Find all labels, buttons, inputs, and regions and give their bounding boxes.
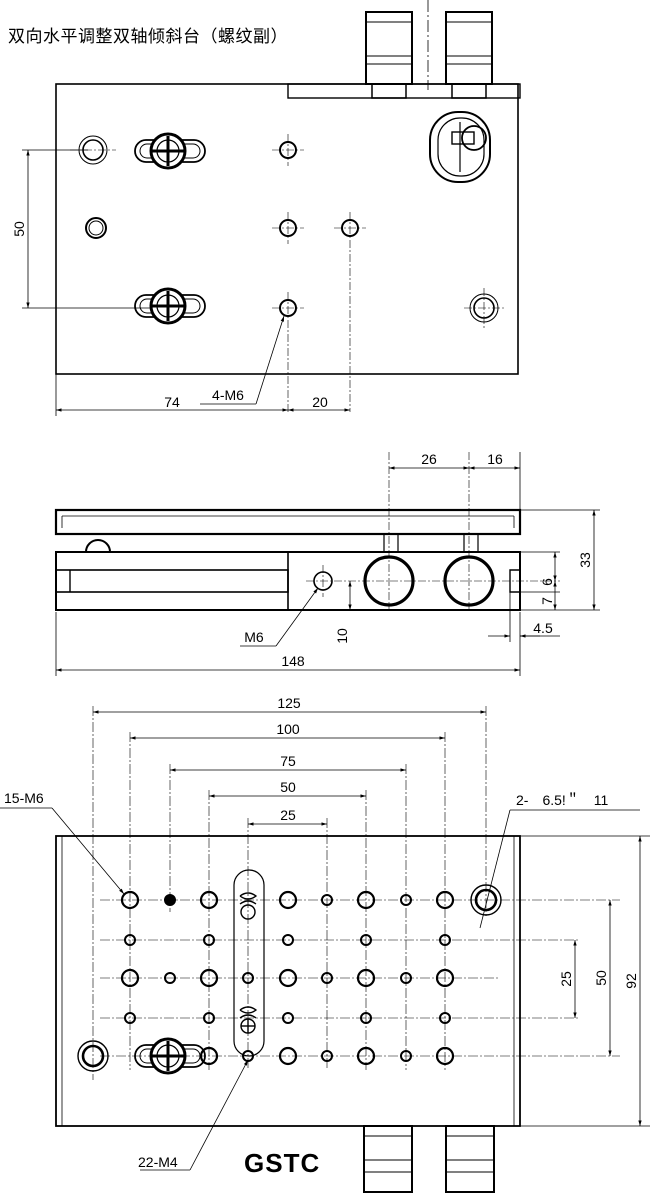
slot-screw-bottom <box>134 1037 206 1075</box>
slot-screw-lower <box>134 287 206 325</box>
dim-50-vertical: 50 <box>11 221 27 237</box>
slot-screw-upper <box>134 132 206 170</box>
brand-logo: GSTC <box>244 1148 321 1178</box>
dim-26: 26 <box>421 451 437 467</box>
dim-75: 75 <box>280 753 296 769</box>
dim-25-vertical: 25 <box>558 971 574 987</box>
label-22-m4: 22-M4 <box>138 1154 178 1170</box>
label-4-m6: 4-M6 <box>212 387 244 403</box>
dim-50: 50 <box>280 779 296 795</box>
dim-6-vertical: 6 <box>539 578 555 586</box>
dim-20: 20 <box>312 394 328 410</box>
dim-25: 25 <box>280 807 296 823</box>
label-counterbore: 2- 6.5!＂ 11 <box>516 792 609 808</box>
label-15-m6: 15-M6 <box>4 790 44 806</box>
adjust-knob-right <box>445 11 493 99</box>
dim-92-vertical: 92 <box>623 973 639 989</box>
side-view <box>54 452 600 676</box>
dim-125: 125 <box>277 695 301 711</box>
label-m6: M6 <box>244 629 264 645</box>
dim-16: 16 <box>487 451 503 467</box>
dim-50-vertical-bottom: 50 <box>593 970 609 986</box>
dim-148: 148 <box>281 653 305 669</box>
adjust-knob-left <box>365 11 413 99</box>
dim-10-vertical: 10 <box>334 628 350 644</box>
dim-33-vertical: 33 <box>577 552 593 568</box>
lock-lever <box>429 111 491 183</box>
dim-100: 100 <box>276 721 300 737</box>
bottom-view <box>0 706 650 1193</box>
dim-7-vertical: 7 <box>539 597 555 605</box>
dim-4-5: 4.5 <box>533 620 553 636</box>
diagram-title: 双向水平调整双轴倾斜台（螺纹副） <box>8 27 288 47</box>
dim-74: 74 <box>164 394 180 410</box>
top-view <box>22 0 521 416</box>
